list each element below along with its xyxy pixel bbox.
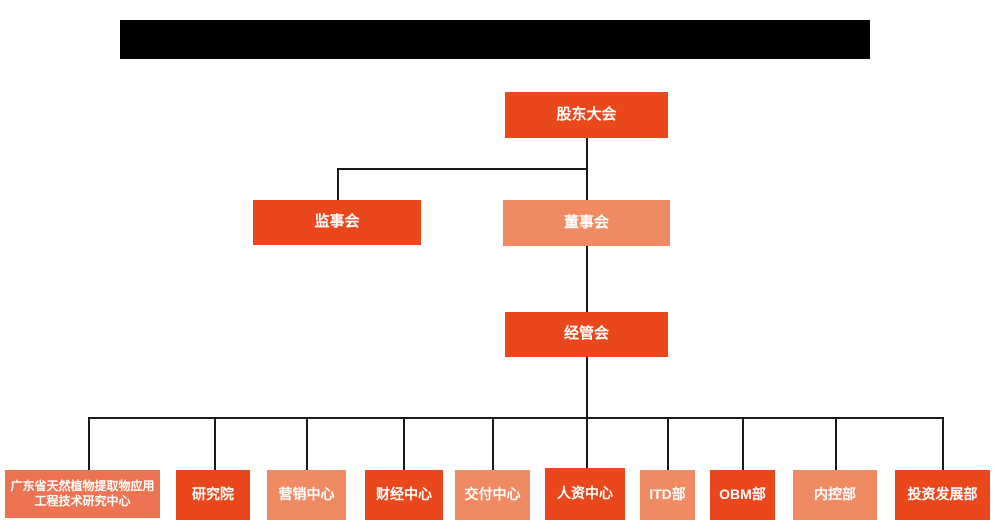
node-hr-center: 人资中心: [545, 468, 625, 520]
connector-drop-finance: [403, 417, 405, 470]
node-investment-dev-dept: 投资发展部: [895, 470, 990, 520]
connector-drop-investment: [942, 417, 944, 470]
node-delivery-center: 交付中心: [455, 470, 530, 520]
connector-drop-itd: [667, 417, 669, 470]
connector-board-management: [586, 246, 588, 312]
connector-drop-hr: [586, 417, 588, 468]
connector-drop-marketing: [306, 417, 308, 470]
node-board-of-directors: 董事会: [503, 200, 670, 246]
connector-management-bus: [586, 357, 588, 417]
connector-supervisory-drop: [337, 168, 339, 200]
connector-departments-bus: [88, 417, 944, 419]
node-management-committee: 经管会: [505, 312, 668, 357]
node-research-institute: 研究院: [176, 470, 250, 520]
connector-branch-horizontal: [337, 168, 588, 170]
connector-drop-delivery: [492, 417, 494, 470]
node-shareholders-meeting: 股东大会: [505, 92, 668, 138]
node-gd-research-center: 广东省天然植物提取物应用工程技术研究中心: [5, 470, 160, 518]
node-internal-control-dept: 内控部: [793, 470, 877, 520]
node-supervisory-board: 监事会: [253, 200, 421, 245]
connector-drop-internal: [835, 417, 837, 470]
connector-drop-research: [214, 417, 216, 470]
redacted-title-bar: [120, 20, 870, 59]
node-finance-center: 财经中心: [365, 470, 443, 520]
connector-drop-gd-center: [88, 417, 90, 470]
connector-drop-obm: [742, 417, 744, 470]
node-obm-department: OBM部: [710, 470, 775, 520]
node-itd-department: ITD部: [640, 470, 695, 520]
node-marketing-center: 营销中心: [267, 470, 346, 520]
